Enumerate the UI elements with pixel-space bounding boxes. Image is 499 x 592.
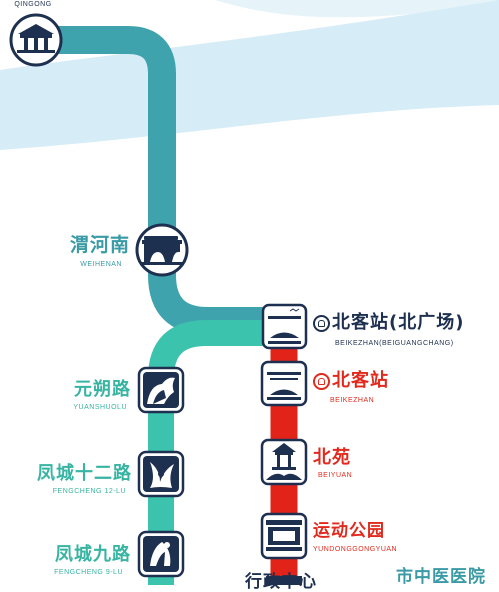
dancer-icon — [143, 536, 179, 572]
station-qingong[interactable] — [9, 13, 63, 67]
railway-icon — [313, 314, 330, 332]
gate-tower-icon — [17, 24, 55, 53]
station-weihenan[interactable] — [135, 223, 189, 277]
station-yundonggongyuan[interactable] — [260, 512, 308, 560]
station-label-cn-xingzhengzhongxin: 行政中心 — [245, 572, 317, 592]
station-label-cn-yuanshuolu: 元朔路 — [74, 379, 131, 400]
railway-icon — [313, 372, 330, 390]
station-beikezhan[interactable] — [260, 360, 308, 407]
river — [0, 0, 499, 150]
station-label-cn-beiyuan: 北苑 — [313, 447, 351, 468]
station-label-cn-fengcheng9: 凤城九路 — [55, 544, 131, 565]
station-beiyuan[interactable] — [260, 438, 308, 486]
railway-station-icon — [267, 372, 301, 400]
station-label-cn-beikezhan-bgc: 北客站(北广场) — [313, 314, 464, 332]
station-xingzhengzhongxin[interactable] — [266, 576, 302, 585]
station-label-en-yuanshuolu: YUANSHUOLU — [73, 404, 127, 411]
station-label-cn-shizhongyiyiyuan: 市中医医院 — [396, 567, 486, 587]
station-label-en-fengcheng12: FENGCHENG 12-LU — [52, 488, 126, 495]
station-yuanshuolu[interactable] — [137, 366, 185, 414]
station-label-en-beikezhan-bgc: BEIKEZHAN(BEIGUANGCHANG) — [335, 340, 454, 347]
station-label-en-qingong: QINGONG — [14, 1, 52, 8]
station-label-en-yundonggongyuan: YUNDONGGONGYUAN — [313, 546, 398, 553]
station-label-cn-fengcheng12: 凤城十二路 — [37, 463, 132, 484]
station-label-cn-yundonggongyuan: 运动公园 — [313, 521, 385, 541]
station-label-en-weihenan: WEIHENAN — [80, 261, 122, 268]
bridge-icon — [140, 236, 184, 265]
stadium-icon — [266, 520, 302, 551]
station-beikezhan-bgc[interactable] — [261, 303, 308, 350]
horse-statue-icon — [143, 372, 179, 408]
station-label-cn-beikezhan: 北客站 — [313, 372, 389, 390]
station-label-en-fengcheng9: FENGCHENG 9-LU — [54, 569, 123, 576]
station-fengcheng9[interactable] — [137, 530, 185, 578]
station-label-cn-weihenan: 渭河南 — [69, 234, 130, 256]
railway-station-icon — [268, 308, 301, 344]
station-label-en-beiyuan: BEIYUAN — [318, 472, 353, 479]
station-label-en-beikezhan: BEIKEZHAN — [330, 397, 375, 404]
pavilion-icon — [266, 443, 302, 480]
river-upper-strip — [215, 0, 499, 18]
phoenix-icon — [143, 456, 179, 492]
station-fengcheng12[interactable] — [137, 450, 185, 498]
